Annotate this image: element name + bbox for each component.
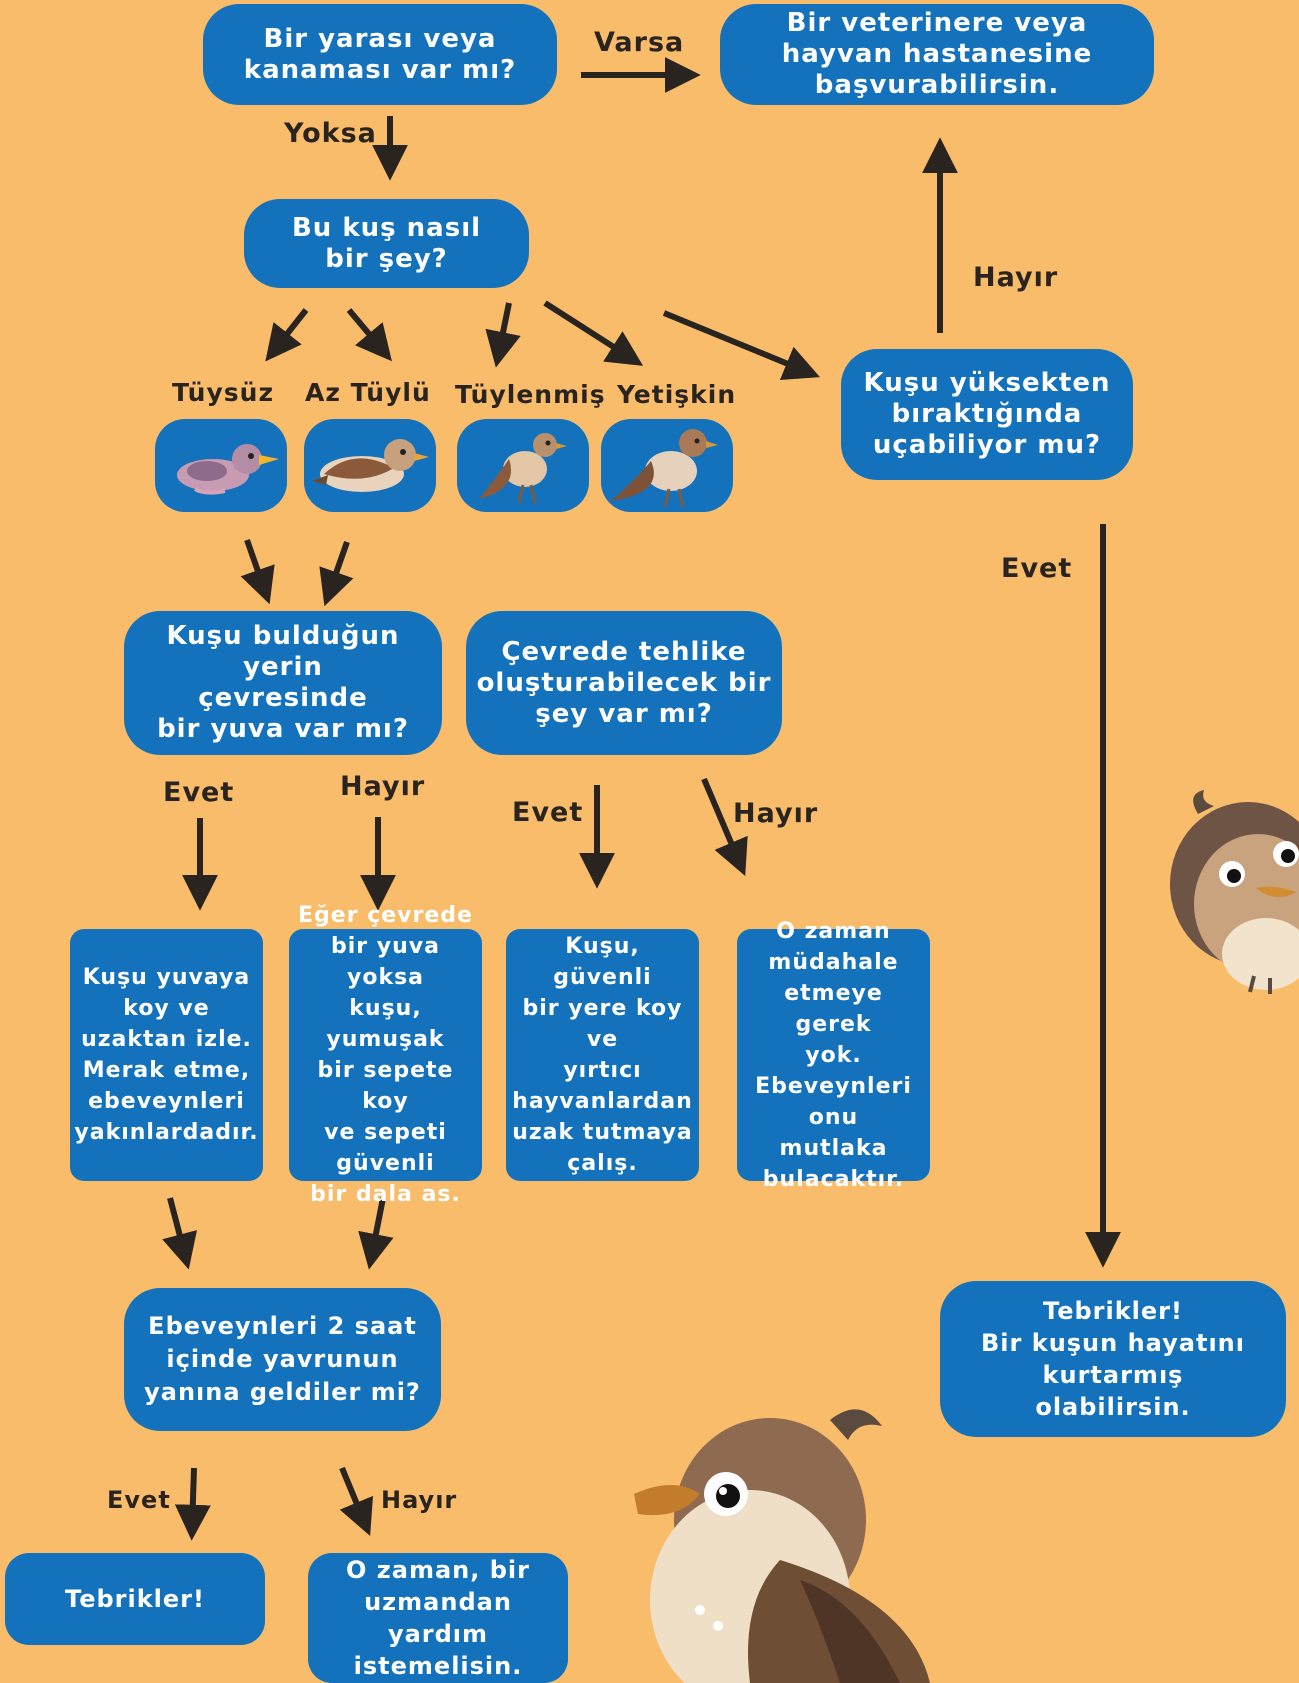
label-varsa: Varsa — [594, 27, 685, 58]
adult-bird-image — [601, 419, 733, 512]
danger-question-node: Çevrede tehlike oluşturabilecek bir şey … — [466, 611, 782, 755]
arrow-aztuylu-down — [319, 541, 354, 607]
label-evet-parents: Evet — [107, 1486, 171, 1514]
label-yoksa: Yoksa — [284, 118, 377, 149]
category-label-tuysuz: Tüysüz — [172, 378, 274, 407]
danger-no-action-node: O zaman müdahale etmeye gerek yok. Ebeve… — [737, 919, 930, 1192]
category-label-tuylenmis: Tüylenmiş — [455, 380, 606, 409]
nest-yes-action-node: Kuşu yuvaya koy ve uzaktan izle. Merak e… — [70, 929, 263, 1181]
arrow-hayir-danger — [701, 777, 748, 876]
category-label-yetiskin: Yetişkin — [617, 380, 737, 409]
congrats-short-node: Tebrikler! — [5, 1553, 265, 1645]
nest-question-node: Kuşu bulduğun yerin çevresinde bir yuva … — [124, 611, 442, 755]
arrow-to-tuysuz — [265, 308, 309, 362]
arrow-to-aztuylu — [346, 308, 392, 362]
arrow-to-yetiskin — [543, 300, 644, 366]
label-evet-nest: Evet — [163, 777, 235, 808]
label-evet-danger: Evet — [512, 797, 584, 828]
nestling-bird-image — [304, 419, 436, 512]
wound-question-node: Bir yarası veya kanaması var mı? — [203, 4, 557, 105]
arrow-hayir-parents — [339, 1466, 373, 1536]
category-label-aztuylu: Az Tüylü — [305, 378, 431, 407]
arrow-to-tuylenmis — [485, 302, 521, 368]
arrow-tuysuz-down — [240, 539, 275, 605]
arrow-nest-yes-down — [162, 1197, 198, 1270]
congrats-saved-node: Tebrikler! Bir kuşun hayatını kurtarmış … — [940, 1281, 1286, 1437]
label-evet-fly: Evet — [1001, 553, 1073, 584]
nest-no-action-node: Eğer çevrede bir yuva yoksa kuşu, yumuşa… — [289, 903, 482, 1207]
label-hayir-parents: Hayır — [381, 1486, 458, 1514]
danger-yes-action-node: Kuşu, güvenli bir yere koy ve yırtıcı ha… — [506, 929, 699, 1181]
vet-advice-node: Bir veterinere veya hayvan hastanesine b… — [720, 4, 1154, 105]
decorative-sparrow-right — [1170, 790, 1299, 994]
arrow-nest-no-down — [358, 1197, 394, 1270]
label-hayir-danger: Hayır — [733, 798, 819, 829]
parents-question-node: Ebeveynleri 2 saat içinde yavrunun yanın… — [124, 1288, 441, 1431]
expert-help-node: O zaman, bir uzmandan yardım istemelisin… — [308, 1553, 568, 1683]
fledgling-bird-image — [457, 419, 589, 512]
fly-question-node: Kuşu yüksekten bıraktığında uçabiliyor m… — [841, 349, 1133, 480]
hatchling-bird-image — [155, 419, 287, 512]
arrow-evet-parents — [174, 1467, 211, 1541]
decorative-sparrow-bottom — [634, 1409, 930, 1683]
arrow-to-fly — [662, 310, 820, 381]
label-hayir-nest: Hayır — [340, 771, 426, 802]
label-hayir-fly: Hayır — [973, 262, 1059, 293]
bird-kind-question-node: Bu kuş nasıl bir şey? — [244, 199, 529, 288]
